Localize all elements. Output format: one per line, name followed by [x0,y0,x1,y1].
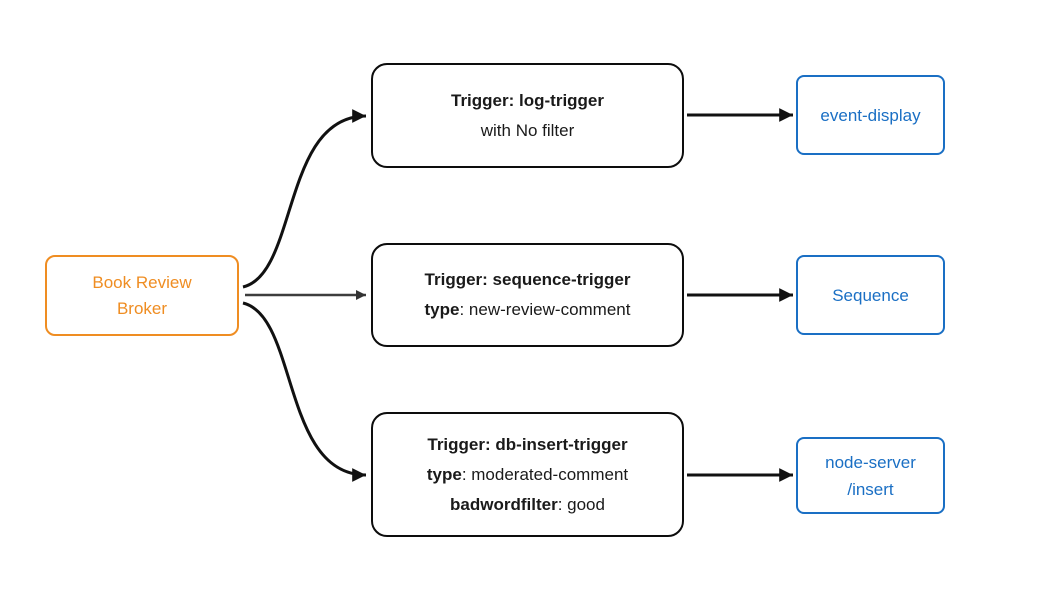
edge-broker-to-db-insert-trigger [242,301,367,482]
broker-label-line-2: Broker [116,298,168,318]
trigger-node-sequence-trigger: Trigger: sequence-trigger type: new-revi… [371,243,684,347]
trigger-node-db-insert-trigger: Trigger: db-insert-trigger type: moderat… [371,412,684,537]
trigger-title-bold: Trigger: log-trigger [451,90,604,110]
trigger-filter-bold: type [426,464,462,484]
trigger-filter-bold: type [424,300,460,319]
trigger-node-log-trigger: Trigger: log-trigger with No filter [371,63,684,168]
trigger-title-bold: Trigger: db-insert-trigger [427,434,628,454]
trigger-title: Trigger: sequence-trigger [425,265,631,295]
trigger-title-bold: Trigger: sequence-trigger [424,270,631,289]
trigger-filter-rest: : new-review-comment [459,300,631,319]
trigger-title: Trigger: log-trigger [451,86,604,116]
sink-node-sequence: Sequence [796,255,945,335]
trigger-filter-line: with No filter [481,116,575,146]
sink-label: event-display [820,105,921,125]
sink-label: Sequence [832,285,909,305]
sink-node-node-server-insert: node-server /insert [796,437,945,514]
edge-broker-to-log-trigger [242,109,367,289]
broker-node: Book Review Broker [45,255,239,336]
broker-label-line-1: Book Review [92,272,192,292]
sink-label-line-2: /insert [847,479,894,499]
trigger-title: Trigger: db-insert-trigger [427,430,627,460]
trigger-filter-rest: : good [557,494,605,514]
trigger-filter-rest: : moderated-comment [461,464,629,484]
trigger-filter-bold: badwordfilter [450,494,558,514]
trigger-filter-rest: with No filter [480,120,575,140]
trigger-filter-line-2: badwordfilter: good [450,490,605,520]
sink-label-line-1: node-server [825,452,916,472]
trigger-filter-line: type: new-review-comment [425,295,631,325]
trigger-filter-line: type: moderated-comment [427,460,628,490]
sink-node-event-display: event-display [796,75,945,155]
